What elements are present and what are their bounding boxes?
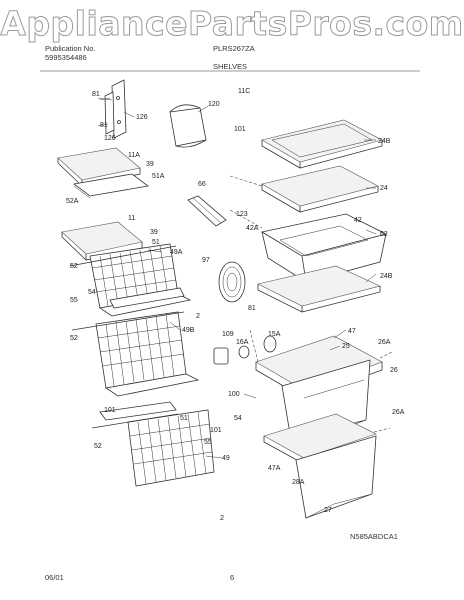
wire-basket-49	[91, 401, 215, 487]
callout: 54	[88, 289, 96, 296]
callout: 81	[100, 122, 108, 129]
drawing-id: N585ABDCA1	[350, 532, 398, 541]
callout: 42A	[246, 225, 259, 232]
callout: 42	[354, 217, 362, 224]
model-number: PLRS267ZA	[213, 44, 255, 53]
callout: 120	[208, 101, 220, 108]
callout-labels: 81 126 81 126 120 11C 101 24B 11A 39 51A…	[66, 88, 405, 522]
callout: 26A	[392, 409, 405, 416]
small-part-109	[213, 347, 229, 365]
shelf-part-24b-bottom	[257, 265, 381, 313]
callout: 24	[380, 185, 388, 192]
wire-basket-49b	[71, 287, 200, 397]
callout: 11	[128, 215, 135, 222]
callout: 51A	[152, 173, 165, 180]
callout: 126	[136, 114, 148, 121]
callout: 11A	[128, 152, 140, 159]
callout: 101	[234, 126, 246, 133]
small-part-16a	[238, 345, 250, 359]
callout: 16A	[236, 339, 249, 346]
callout: 123	[236, 211, 248, 218]
publication-number: 5995354486	[45, 53, 87, 62]
bracket-part	[97, 79, 127, 139]
door-bin-part	[169, 104, 207, 148]
drawer-part-27	[295, 435, 377, 519]
callout: 51	[180, 415, 188, 422]
callout: 52	[94, 443, 102, 450]
publication-label: Publication No.	[45, 44, 96, 53]
callout: 49A	[170, 249, 183, 256]
callout: 26A	[378, 339, 391, 346]
callout: 52	[70, 263, 78, 270]
footer-date: 06/01	[45, 573, 64, 582]
callout: 47A	[268, 465, 281, 472]
callout: 28A	[292, 479, 305, 486]
callout: 11C	[238, 88, 250, 95]
callout: 100	[228, 391, 240, 398]
page-number: 6	[230, 573, 235, 582]
callout: 97	[202, 257, 210, 264]
callout: 52A	[66, 198, 79, 205]
section-title: SHELVES	[213, 62, 248, 71]
callout: 109	[222, 331, 234, 338]
callout: 15A	[268, 331, 281, 338]
callout: 2	[196, 313, 200, 320]
small-part-15a	[263, 335, 277, 353]
callout: 2	[220, 515, 224, 522]
callout: 26	[390, 367, 398, 374]
callout: 81	[248, 305, 256, 312]
callout: 25	[342, 343, 350, 350]
callout: 39	[146, 161, 154, 168]
callout: 54	[234, 415, 242, 422]
callout: 24B	[378, 138, 391, 145]
callout: 62	[380, 231, 388, 238]
callout: 66	[198, 181, 206, 188]
callout: 55	[204, 439, 212, 446]
callout: 47	[348, 328, 356, 335]
shelf-part-11a	[57, 147, 149, 199]
callout: 126	[104, 135, 116, 142]
rail-part-66	[187, 195, 227, 227]
coil-part-97	[218, 261, 246, 303]
callout: 51	[152, 239, 160, 246]
callout: 27	[324, 507, 332, 514]
callout: 49	[222, 455, 230, 462]
callout: 39	[150, 229, 158, 236]
callout: 49B	[182, 327, 195, 334]
callout: 101	[210, 427, 222, 434]
shelf-part-24	[261, 165, 379, 213]
callout: 24B	[380, 273, 393, 280]
callout: 101	[104, 407, 116, 414]
callout: 55	[70, 297, 78, 304]
watermark: AppliancePartsPros.com	[0, 4, 464, 44]
callout: 81	[92, 91, 100, 98]
shelf-part-24b-top	[261, 119, 383, 169]
callout: 52	[70, 335, 78, 342]
